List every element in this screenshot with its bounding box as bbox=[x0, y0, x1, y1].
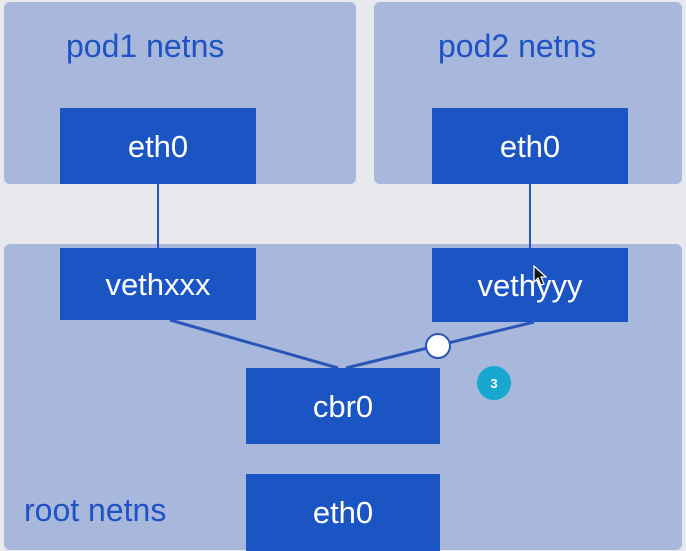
mouse-cursor-icon bbox=[533, 265, 547, 286]
pod2-netns-title: pod2 netns bbox=[438, 28, 597, 64]
pod1-netns-title: pod1 netns bbox=[66, 28, 225, 64]
root-eth0-box: eth0 bbox=[246, 474, 440, 551]
cbr0-box: cbr0 bbox=[246, 368, 440, 444]
root-netns-title: root netns bbox=[24, 492, 167, 528]
pod1-eth0-box: eth0 bbox=[60, 108, 256, 184]
vethxxx-box: vethxxx bbox=[60, 248, 256, 320]
pod2-eth0-box: eth0 bbox=[432, 108, 628, 184]
vethyyy-box: vethyyy bbox=[432, 248, 628, 322]
step-badge: 3 bbox=[477, 366, 511, 400]
